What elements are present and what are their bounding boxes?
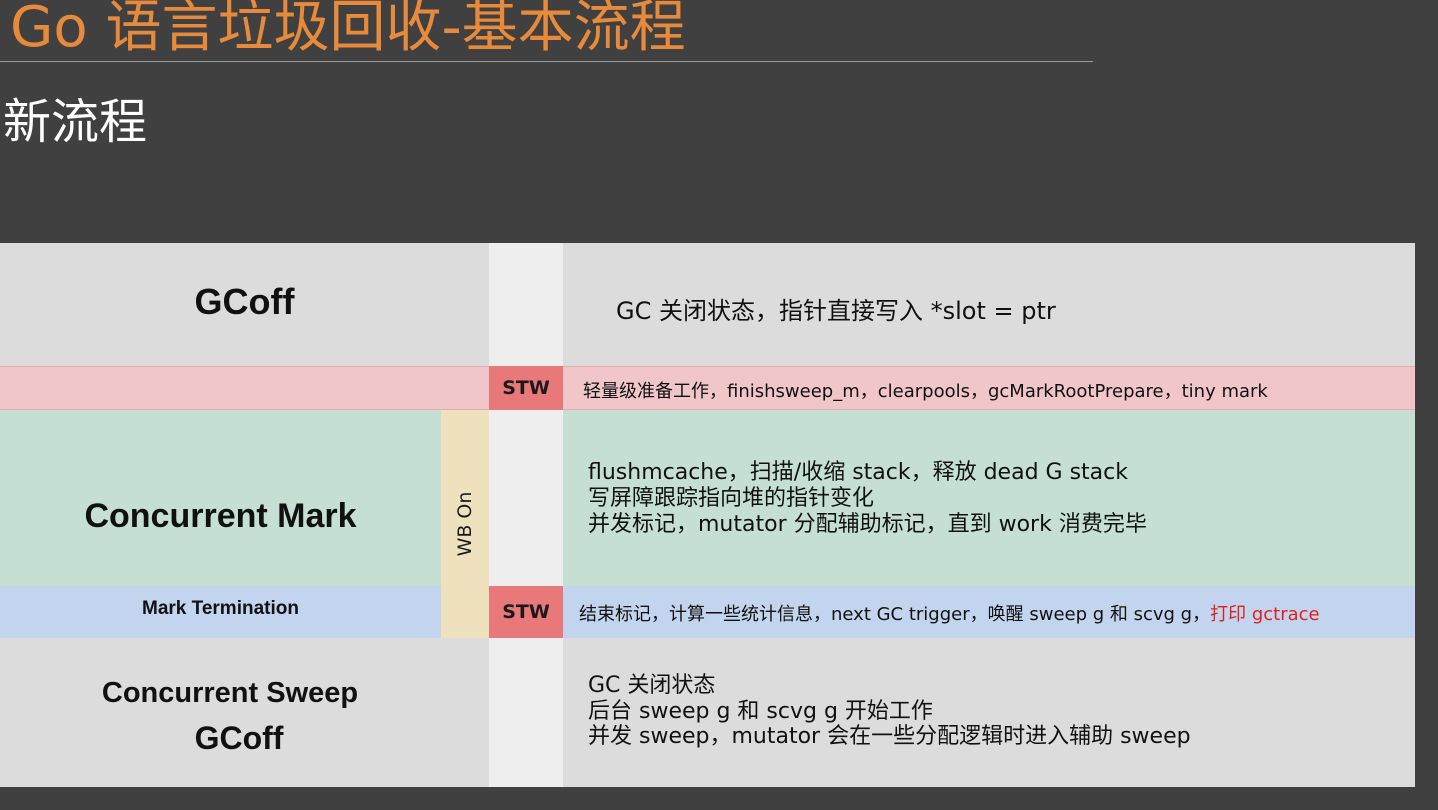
termination-text: 结束标记，计算一些统计信息，next GC trigger，唤醒 sweep g…: [579, 604, 1211, 625]
mark-line-2: 写屏障跟踪指向堆的指针变化: [588, 486, 875, 511]
sweep-mid-column: [489, 638, 563, 787]
title-divider: [0, 61, 1093, 62]
sweep-gcoff-label: GCoff: [194, 720, 284, 756]
concurrent-mark-label: Concurrent Mark: [84, 497, 357, 535]
gcoff-label: GCoff: [194, 281, 295, 322]
termination-gctrace-highlight: 打印 gctrace: [1210, 604, 1320, 625]
sweep-line-2: 后台 sweep g 和 scvg g 开始工作: [588, 699, 933, 724]
gcoff-mid-column: [489, 243, 563, 366]
termination-description: 结束标记，计算一些统计信息，next GC trigger，唤醒 sweep g…: [579, 600, 1320, 626]
mark-line-3: 并发标记，mutator 分配辅助标记，直到 work 消费完毕: [588, 512, 1147, 537]
slide-subtitle: 新流程: [3, 94, 148, 150]
concurrent-sweep-phase: [0, 638, 1415, 787]
mark-line-1: flushmcache，扫描/收缩 stack，释放 dead G stack: [588, 460, 1128, 485]
stw-prepare-phase: [0, 366, 1415, 410]
mark-mid-column: [489, 410, 563, 586]
write-barrier-on-band: WB On: [441, 410, 489, 638]
sweep-line-1: GC 关闭状态: [588, 673, 716, 698]
mark-termination-phase: [0, 586, 1415, 638]
gcoff-phase: [0, 243, 1415, 366]
concurrent-sweep-label: Concurrent Sweep: [101, 677, 359, 709]
stw-prepare-description: 轻量级准备工作，finishsweep_m，clearpools，gcMarkR…: [583, 381, 1268, 402]
sweep-line-3: 并发 sweep，mutator 会在一些分配逻辑时进入辅助 sweep: [588, 724, 1191, 749]
stw-badge-prepare: STW: [489, 366, 563, 410]
concurrent-mark-phase: [0, 410, 1415, 586]
gc-flow-diagram: GCoff GC 关闭状态，指针直接写入 *slot = ptr STW 轻量级…: [0, 243, 1415, 787]
mark-termination-label: Mark Termination: [142, 598, 299, 619]
gcoff-description: GC 关闭状态，指针直接写入 *slot = ptr: [616, 297, 1056, 325]
slide-title: Go 语言垃圾回收-基本流程: [10, 0, 686, 60]
write-barrier-label: WB On: [454, 491, 476, 557]
stw-badge-termination: STW: [489, 586, 563, 638]
